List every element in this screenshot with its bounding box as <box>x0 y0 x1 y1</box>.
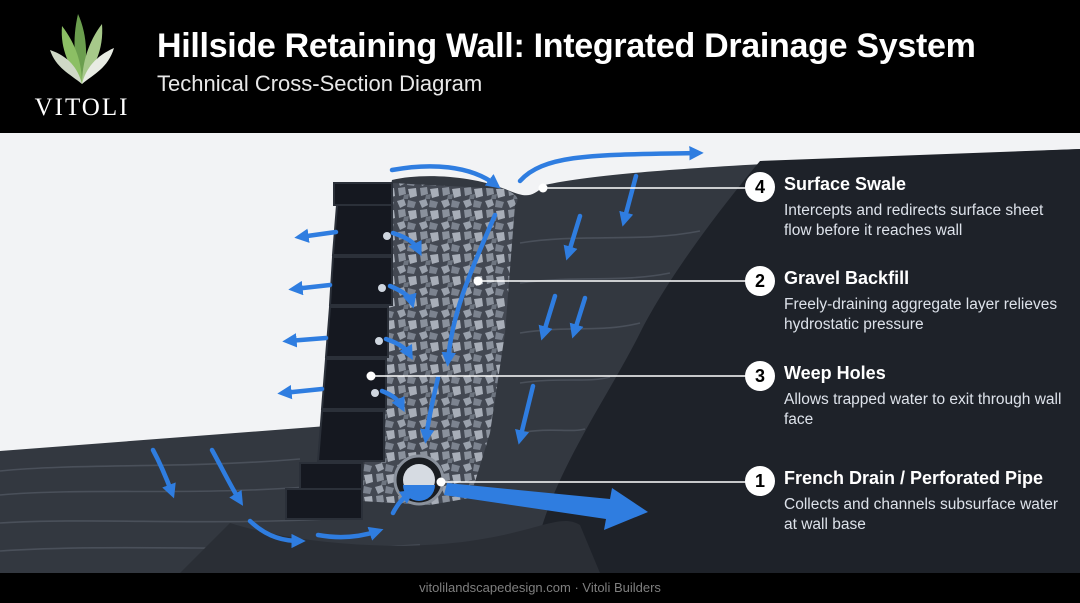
page-subtitle: Technical Cross-Section Diagram <box>157 71 483 96</box>
callout-title: Gravel Backfill <box>784 268 910 288</box>
callout-leaders <box>371 187 746 483</box>
callout-number-badge: 3 <box>745 361 775 391</box>
callout-title: Surface Swale <box>784 174 907 194</box>
callout-number-badge: 2 <box>745 266 775 296</box>
main-discharge-arrow <box>444 483 648 530</box>
callout-description: Allows trapped water to exit through wal… <box>784 391 1062 428</box>
hillside-face <box>540 149 1080 573</box>
leaf-fan-icon <box>50 14 114 84</box>
footer: vitolilandscapedesign.com · Vitoli Build… <box>0 573 1080 603</box>
callout-number-badge: 4 <box>745 172 775 202</box>
cross-section-svg <box>0 133 1080 573</box>
retaining-wall <box>285 182 393 520</box>
water-flow-arrows <box>150 145 704 549</box>
callout-title: Weep Holes <box>784 363 886 383</box>
page-title: Hillside Retaining Wall: Integrated Drai… <box>157 27 976 65</box>
callout-leader-dots <box>366 183 548 487</box>
header: VITOLI Hillside Retaining Wall: Integrat… <box>0 0 1080 133</box>
brand-logo: VITOLI <box>22 10 142 122</box>
drain-trough <box>180 521 600 573</box>
callout-description: Freely-draining aggregate layer relieves… <box>784 296 1058 333</box>
gravel-backfill <box>360 183 518 505</box>
callout-description: Intercepts and redirects surface sheet f… <box>784 202 1044 239</box>
callout-description: Collects and channels subsurface water a… <box>784 496 1058 533</box>
callout-number-badge: 1 <box>745 466 775 496</box>
callout-title: French Drain / Perforated Pipe <box>784 468 1044 488</box>
weep-hole-markers <box>371 232 391 397</box>
cross-section-diagram: 4 Surface Swale Intercepts and redirects… <box>0 133 1080 573</box>
brand-wordmark: VITOLI <box>34 94 130 121</box>
